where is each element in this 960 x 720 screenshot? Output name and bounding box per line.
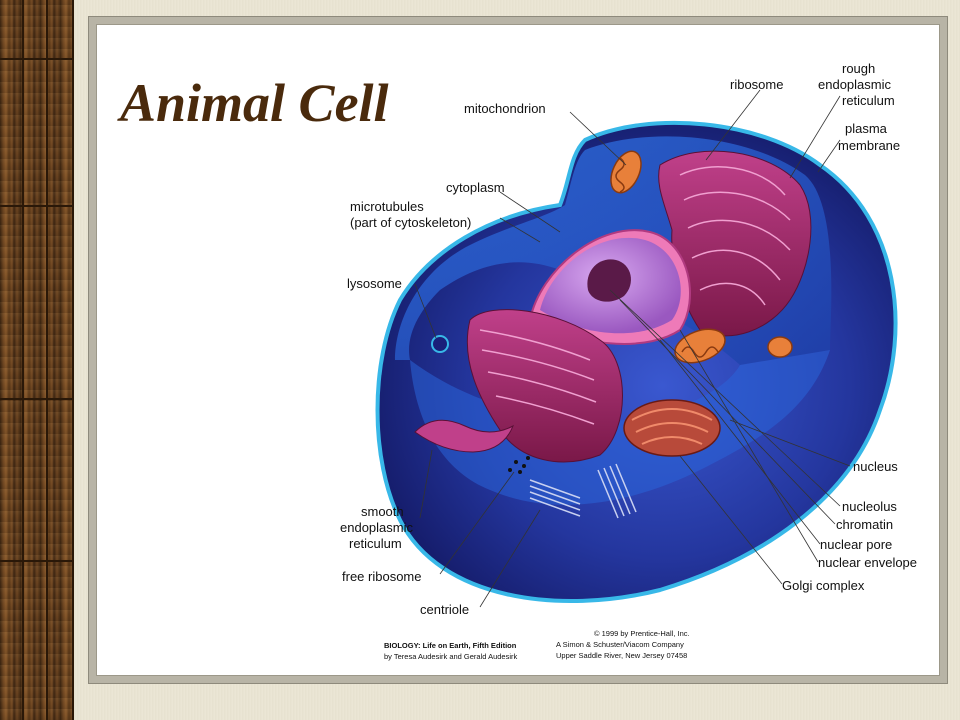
label-lysosome: lysosome	[347, 276, 402, 291]
centriole-shape	[529, 463, 637, 519]
credits: BIOLOGY: Life on Earth, Fifth Edition by…	[384, 629, 690, 661]
page-title: Animal Cell	[120, 73, 389, 133]
label-free-ribosome: free ribosome	[342, 569, 421, 584]
wood-seam	[46, 0, 48, 720]
rough-er	[658, 150, 812, 337]
label-nuclear-envelope: nuclear envelope	[818, 555, 917, 570]
credit-company: A Simon & Schuster/Viacom Company	[556, 640, 684, 649]
leader-lines	[414, 89, 851, 608]
wood-seam	[0, 205, 74, 207]
credit-copyright: © 1999 by Prentice-Hall, Inc.	[594, 629, 690, 638]
wood-seam	[0, 58, 74, 60]
mitochondrion-shapes	[610, 150, 726, 364]
label-smooth-er-3: reticulum	[349, 536, 402, 551]
nucleolus-shape	[587, 259, 631, 302]
label-microtubules-2: (part of cytoskeleton)	[350, 215, 471, 230]
label-centriole: centriole	[420, 602, 469, 617]
smooth-er-shape	[414, 309, 623, 463]
label-chromatin: chromatin	[836, 517, 893, 532]
vesicle-shape	[767, 336, 793, 358]
credit-book-title: BIOLOGY: Life on Earth, Fifth Edition	[384, 641, 517, 650]
label-nuclear-pore: nuclear pore	[820, 537, 892, 552]
credit-authors: by Teresa Audesirk and Gerald Audesirk	[384, 652, 518, 661]
label-golgi: Golgi complex	[782, 578, 865, 593]
lysosome-shape	[431, 335, 449, 353]
wood-grain	[0, 0, 74, 720]
label-ribosome: ribosome	[730, 77, 783, 92]
wood-seam	[22, 0, 24, 720]
wood-seam	[0, 560, 74, 562]
label-nucleus: nucleus	[853, 459, 898, 474]
credit-address: Upper Saddle River, New Jersey 07458	[556, 651, 687, 660]
golgi-shape	[623, 399, 721, 457]
label-smooth-er-1: smooth	[361, 504, 404, 519]
free-ribosome-dots	[508, 456, 530, 474]
label-plasma-1: plasma	[845, 121, 888, 136]
label-rough-er-3: reticulum	[842, 93, 895, 108]
label-microtubules-1: microtubules	[350, 199, 424, 214]
wood-seam	[72, 0, 74, 720]
label-cytoplasm: cytoplasm	[446, 180, 505, 195]
label-plasma-2: membrane	[838, 138, 900, 153]
nucleus	[528, 229, 691, 345]
label-nucleolus: nucleolus	[842, 499, 897, 514]
label-rough-er-2: endoplasmic	[818, 77, 891, 92]
label-smooth-er-2: endoplasmic	[340, 520, 413, 535]
wood-seam	[0, 398, 74, 400]
labels: mitochondrion ribosome rough endoplasmic…	[340, 61, 917, 617]
wood-border	[0, 0, 74, 720]
label-rough-er-1: rough	[842, 61, 875, 76]
label-mitochondrion: mitochondrion	[464, 101, 546, 116]
